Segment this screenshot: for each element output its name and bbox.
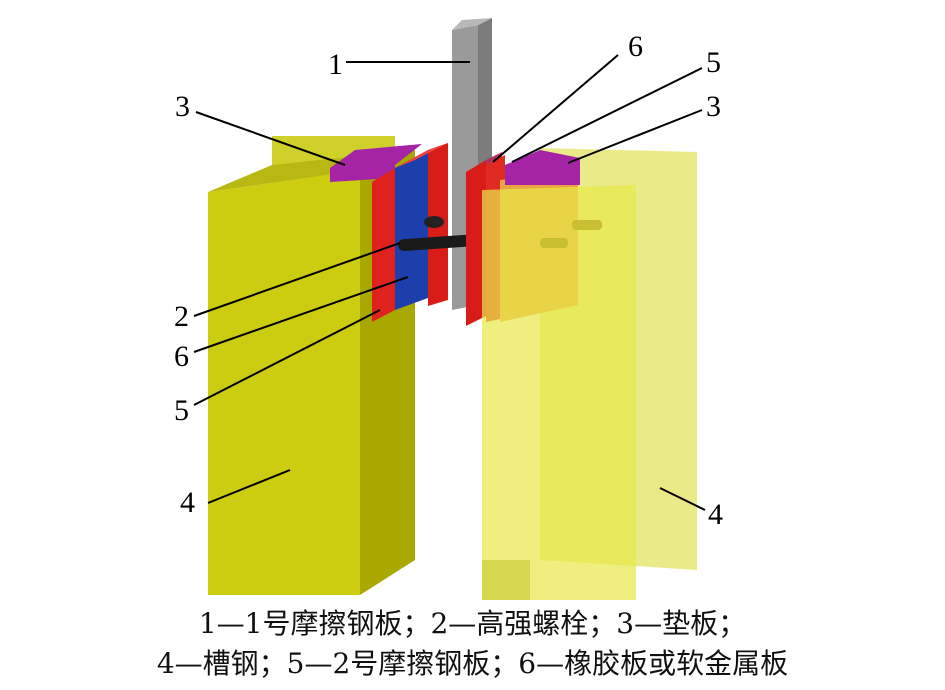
leader-5-bottom xyxy=(193,309,381,406)
label-6-top: 6 xyxy=(628,30,643,63)
plate-1-top xyxy=(452,18,492,30)
right-channel-front xyxy=(482,185,636,600)
right-shim xyxy=(505,150,580,185)
label-5-bottom: 5 xyxy=(174,394,189,427)
caption-line-2: 4—槽钢；5—2号摩擦钢板；6—橡胶板或软金属板 xyxy=(156,647,789,680)
damper-assembly-diagram: 1 6 5 3 3 2 6 5 4 4 xyxy=(174,18,723,600)
label-6-bottom: 6 xyxy=(174,340,189,373)
label-5-top: 5 xyxy=(706,46,721,79)
right-channel-inner-side xyxy=(482,560,530,600)
left-red-plate-inner-top xyxy=(395,143,448,168)
label-2: 2 xyxy=(174,300,189,333)
leader-6-top xyxy=(492,54,619,163)
leader-4-left xyxy=(207,469,291,504)
caption-line-1: 1—1号摩擦钢板；2—高强螺栓；3—垫板； xyxy=(198,607,747,640)
left-channel-front xyxy=(208,170,360,595)
right-red-plate-inner xyxy=(466,160,486,326)
leader-6-bottom xyxy=(193,276,409,353)
leader-3-right xyxy=(567,109,703,164)
left-blue-rubber xyxy=(395,150,428,310)
leader-3-left xyxy=(195,111,346,166)
right-channel-steel xyxy=(482,148,697,600)
label-1: 1 xyxy=(328,48,343,81)
label-4-right: 4 xyxy=(708,498,723,531)
left-shim xyxy=(330,144,422,182)
figure-caption: 1—1号摩擦钢板；2—高强螺栓；3—垫板； 4—槽钢；5—2号摩擦钢板；6—橡胶… xyxy=(0,604,945,684)
bolt-head xyxy=(424,216,444,228)
right-bolt-tips xyxy=(540,220,602,248)
leader-2 xyxy=(193,242,401,317)
bolt-tip-1 xyxy=(540,238,568,248)
leader-5-top xyxy=(511,67,703,163)
label-3-right: 3 xyxy=(706,90,721,123)
label-4-left: 4 xyxy=(180,486,195,519)
leader-4-right xyxy=(659,487,706,511)
label-3-left: 3 xyxy=(175,90,190,123)
bolt-tip-2 xyxy=(572,220,602,230)
